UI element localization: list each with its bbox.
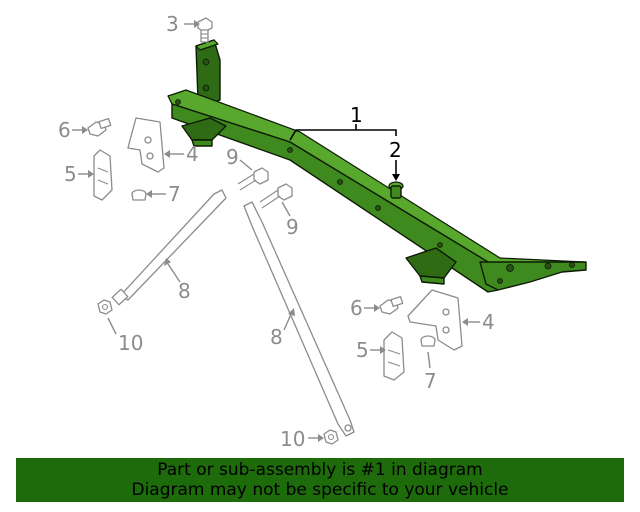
callout-8-left: 8 [178,279,191,303]
callout-6-right: 6 [350,296,363,320]
callout-10-left: 10 [118,331,143,355]
callout-7-left: 7 [168,182,181,206]
callout-4-right: 4 [482,310,495,334]
callout-7-right: 7 [424,369,437,393]
brace-rod-part-8-right[interactable] [243,201,355,437]
callout-5-left: 5 [64,162,77,186]
parts-diagram: 1 2 3 4 4 5 5 6 6 7 7 8 8 9 9 10 10 [58,12,587,451]
callout-8-right: 8 [270,325,283,349]
bolt-part-9-lower[interactable] [259,183,293,209]
callout-2: 2 [389,138,402,162]
callout-9-upper: 9 [226,145,239,169]
nut-part-10-right[interactable] [323,429,339,445]
callout-3: 3 [166,12,179,36]
bracket-part-4-left[interactable] [127,117,165,173]
bolt-part-9-upper[interactable] [237,167,269,191]
bracket-part-4-right[interactable] [407,289,463,351]
leader-lines [72,20,480,442]
bracket-part-5-right[interactable] [383,331,405,381]
callout-5-right: 5 [356,338,369,362]
nut-part-7-left[interactable] [131,189,147,201]
banner-line-2: Diagram may not be specific to your vehi… [131,480,509,500]
banner-line-1: Part or sub-assembly is #1 in diagram [157,460,483,480]
info-banner: Part or sub-assembly is #1 in diagram Di… [16,458,624,502]
callout-10-right: 10 [280,427,305,451]
nut-part-10-left[interactable] [97,299,113,315]
callout-4-left: 4 [186,142,199,166]
brace-rod-part-8-left[interactable] [111,189,227,306]
bracket-part-5-left[interactable] [93,149,113,201]
crossmember-part-1[interactable] [167,39,587,293]
callout-1: 1 [350,103,363,127]
bolt-part-6-left[interactable] [87,118,112,137]
nut-part-7-right[interactable] [420,335,436,347]
callout-9-lower: 9 [286,215,299,239]
bolt-part-3[interactable] [197,17,213,43]
clip-part-2[interactable] [388,181,404,199]
callout-6-left: 6 [58,118,71,142]
bolt-part-6-right[interactable] [379,296,404,315]
